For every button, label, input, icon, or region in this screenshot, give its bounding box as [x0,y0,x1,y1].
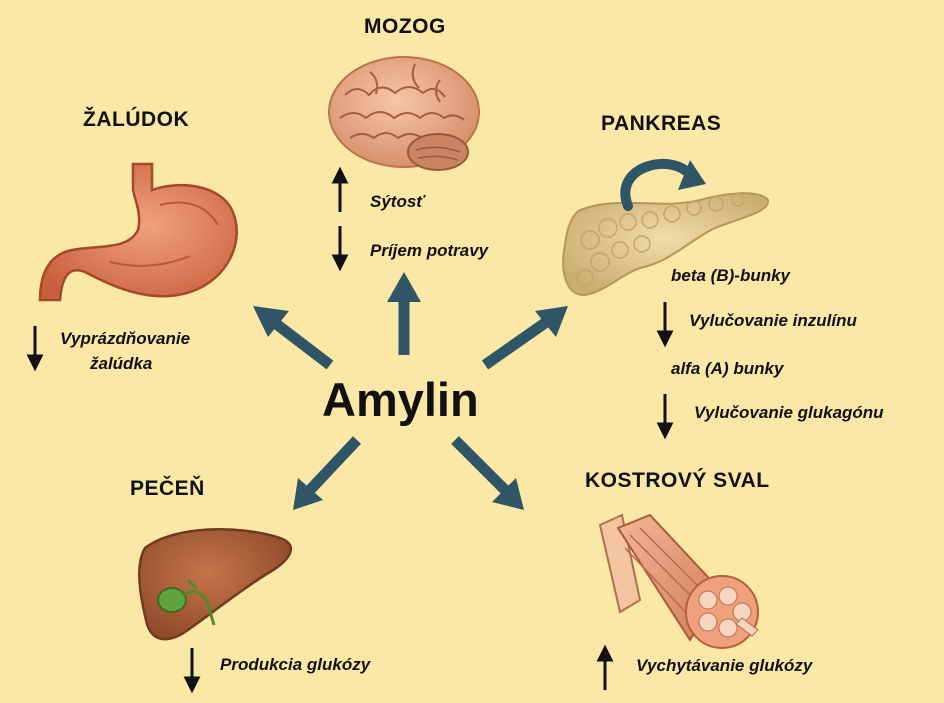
arrow-to-brain [387,272,421,355]
arrow-to-muscle [451,436,524,510]
down-arrow-icon [183,648,201,694]
liver-effect-glucose-production: Produkcia glukózy [220,655,371,674]
stomach-icon [38,162,238,302]
pancreas-insulin-secretion: Vylučovanie inzulínu [689,311,857,330]
stomach-effect-line1: Vyprázdňovanie [60,329,191,348]
brain-effect-food-intake: Príjem potravy [370,241,489,260]
brain-effect-satiety: Sýtosť [370,192,425,211]
center-label: Amylin [322,373,479,426]
pancreas-icon [562,192,769,297]
liver-icon [138,528,293,641]
down-arrow-icon [656,302,674,348]
arrow-to-stomach [253,306,334,370]
muscle-title: KOSTROVÝ SVAL [585,469,770,492]
down-arrow-icon [331,226,349,272]
muscle-effect-glucose-uptake: Vychytávanie glukózy [636,656,813,675]
up-arrow-icon [331,166,349,212]
stomach-title: ŽALÚDOK [83,108,190,131]
pancreas-glucagon-secretion: Vylučovanie glukagónu [694,403,884,422]
down-arrow-icon [656,394,674,440]
center-arrows [253,272,568,510]
stomach-effect-line2: žalúdka [90,354,153,373]
arrow-to-pancreas [481,306,568,370]
arrow-to-liver [293,436,362,510]
pancreas-beta-cells: beta (B)-bunky [671,266,790,285]
brain-title: MOZOG [364,15,446,38]
brain-icon [328,56,480,171]
pancreas-title: PANKREAS [601,112,722,135]
up-arrow-icon [596,644,614,690]
muscle-icon [598,513,759,649]
liver-title: PEČEŇ [130,477,205,500]
down-arrow-icon [26,326,44,372]
curved-arrow-icon [620,158,706,211]
small-arrows [26,166,674,694]
pancreas-alpha-cells: alfa (A) bunky [671,359,784,378]
